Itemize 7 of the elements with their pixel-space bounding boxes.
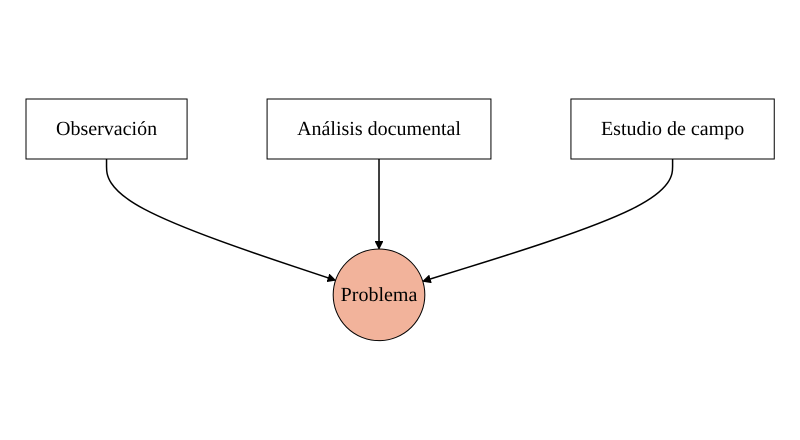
node-box: Análisis documental	[266, 98, 492, 160]
arrow	[374, 159, 384, 250]
node-box: Observación	[25, 98, 188, 160]
arrow	[106, 159, 336, 282]
node-box: Estudio de campo	[570, 98, 775, 160]
arrow	[422, 159, 674, 284]
node-circle: Problema	[332, 248, 426, 342]
